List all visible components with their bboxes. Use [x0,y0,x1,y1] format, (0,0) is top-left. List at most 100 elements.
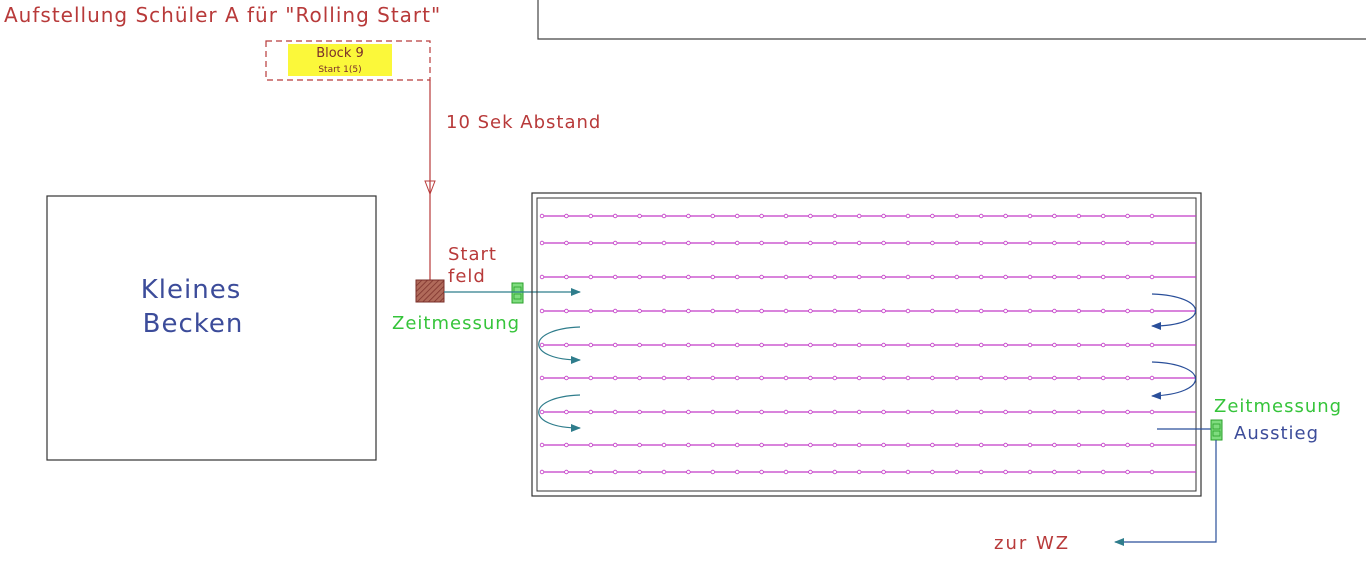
lane-float [661,469,667,475]
lane-float [613,308,618,314]
lane-float [783,469,789,475]
lane-float [905,342,911,348]
lane-float [832,274,837,280]
lane-float [564,375,569,381]
lane-float [759,442,764,448]
lane-float [857,342,862,348]
lane-float [661,240,667,246]
lane-float [661,442,667,448]
lane-float [686,469,691,475]
lane-float [1027,469,1033,475]
lane-float [979,442,984,448]
lane-float [1100,342,1106,348]
lane-float [539,308,545,314]
lane-float [686,274,691,280]
lane-float [613,409,618,415]
block-highlight [288,44,392,76]
lane-float [1125,409,1130,415]
lane-float [564,308,569,314]
lane-float [613,442,618,448]
lane-float [1125,342,1130,348]
lane-float [905,442,911,448]
lane-float [1125,240,1130,246]
lane-float [808,240,813,246]
lane-float [905,469,911,475]
lane-float [930,442,935,448]
lane-float [1076,469,1081,475]
lane-float [905,375,911,381]
lane-float [808,274,813,280]
block-subtitle: Start 1(5) [318,65,361,75]
lane-float [1076,213,1081,219]
lane-float [686,342,691,348]
lane-float [710,469,715,475]
lane-float [759,308,764,314]
lane-float [930,308,935,314]
lane-float [588,375,593,381]
small-pool [46,195,377,461]
lane-float [661,274,667,280]
lane-float [735,342,740,348]
lane-float [930,240,935,246]
lane-float [661,213,667,219]
lane-float [1125,213,1130,219]
lane-float [759,375,764,381]
lane-float [1052,469,1057,475]
lane-float [1003,274,1008,280]
top-frame [537,0,1366,40]
lane-float [661,375,667,381]
lane-float [588,213,593,219]
lane-float [661,308,667,314]
lane-float [881,213,886,219]
lane-float [686,240,691,246]
lane-float [710,409,715,415]
lane-float [686,213,691,219]
lane-float [637,342,642,348]
lane-float [1052,442,1057,448]
lane-float [954,274,959,280]
lane-float [954,308,959,314]
lane-float [1052,342,1057,348]
lane-float [1027,342,1033,348]
lane-float [588,409,593,415]
lane-float [613,213,618,219]
lane-float [857,274,862,280]
lane-float [1100,409,1106,415]
turn-arrow-left-2 [538,394,581,432]
lane-float [613,375,618,381]
lane-float [1003,375,1008,381]
lane-float [759,469,764,475]
block-frame [265,40,431,81]
lane-float [1003,213,1008,219]
lane-float [637,375,642,381]
lane-float [808,213,813,219]
lane-float [613,240,618,246]
lane-float [1027,375,1033,381]
lane-float [661,409,667,415]
lane-float [1125,469,1130,475]
lane-float [710,308,715,314]
lane-float [1100,274,1106,280]
lane-float [564,213,569,219]
lane-float [759,213,764,219]
lane-float [613,469,618,475]
lane-float [539,442,545,448]
lane-float [759,274,764,280]
spacing-arrowhead-icon [424,180,436,196]
lane-float [588,308,593,314]
lane-float [930,342,935,348]
lane-float [1027,308,1033,314]
lane-float [759,240,764,246]
spacing-label: 10 Sek Abstand [446,112,601,133]
wz-path [1114,440,1217,546]
lane-float [857,213,862,219]
turn-arrow-left-1 [538,326,581,364]
lane-float [1076,442,1081,448]
lane-float [808,342,813,348]
lane-float [954,240,959,246]
lane-float [1076,342,1081,348]
lane-float [832,213,837,219]
lane-float [808,375,813,381]
lane-float [710,442,715,448]
